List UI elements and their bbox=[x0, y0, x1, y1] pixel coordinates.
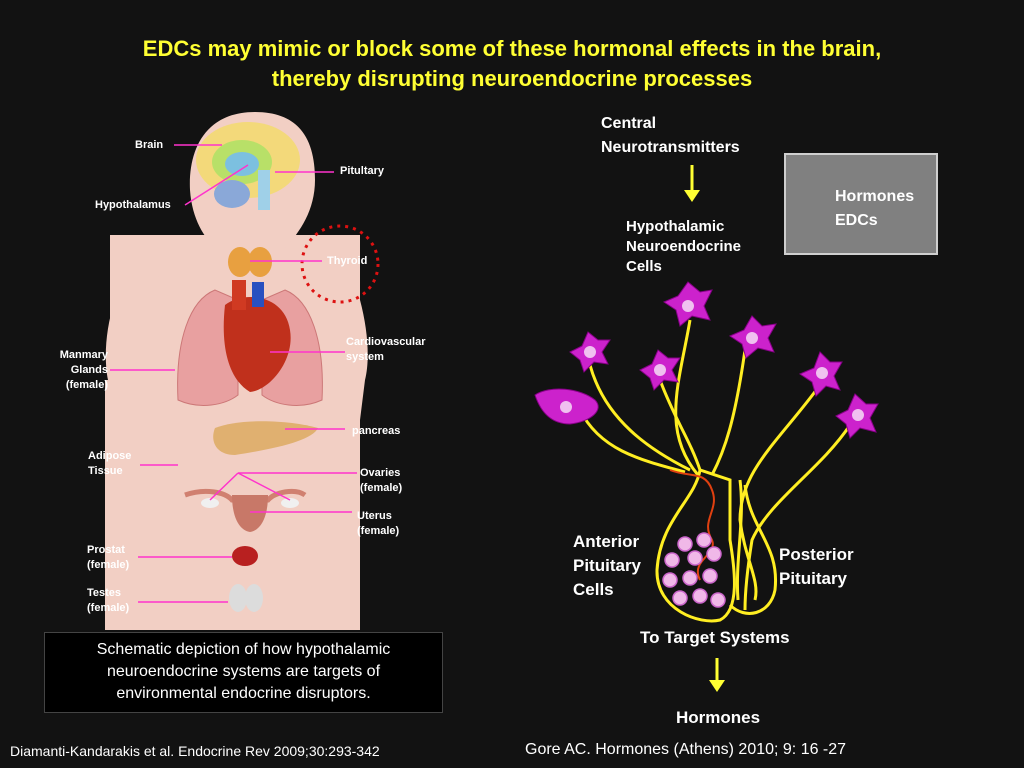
citation-right: Gore AC. Hormones (Athens) 2010; 9: 16 -… bbox=[525, 741, 847, 758]
label-hypothalamic-line2: Neuroendocrine bbox=[626, 238, 742, 255]
arrow-down-1-icon bbox=[684, 165, 700, 202]
label-thyroid: Thyroid bbox=[327, 255, 368, 267]
neuron-cell-4 bbox=[639, 349, 681, 391]
label-posterior-line1: Posterior bbox=[779, 545, 854, 564]
neuron-cell-7 bbox=[534, 388, 599, 425]
uterus-organ bbox=[184, 488, 307, 532]
title-line-2: thereby disrupting neuroendocrine proces… bbox=[271, 66, 753, 91]
label-ovaries: Ovaries (female) bbox=[360, 466, 402, 496]
label-central-line1: Central bbox=[601, 115, 657, 132]
label-adipose-line2: Tissue bbox=[88, 465, 123, 477]
thyroid-highlight-circle bbox=[300, 224, 380, 304]
portal-vessel bbox=[669, 469, 715, 581]
label-ovaries-line2: (female) bbox=[360, 482, 403, 494]
hormones-edcs-line2: EDCs bbox=[835, 212, 878, 229]
neuron-cell-2 bbox=[728, 315, 777, 359]
arrow-down-2-icon bbox=[709, 658, 725, 692]
axon-fibers bbox=[578, 319, 852, 611]
label-mammary: Manmary Glands (female) bbox=[40, 348, 108, 393]
label-pituitary: Pitultary bbox=[340, 165, 385, 177]
title-line-1: EDCs may mimic or block some of these ho… bbox=[142, 36, 882, 61]
label-central-neurotransmitters: Central Neurotransmitters bbox=[601, 112, 740, 160]
label-prostat-line1: Prostat bbox=[87, 544, 125, 556]
lungs-organ bbox=[177, 289, 323, 406]
caption-line1: Schematic depiction of how hypothalamic bbox=[96, 641, 391, 658]
label-pancreas: pancreas bbox=[352, 425, 401, 437]
anterior-pituitary-cells bbox=[662, 532, 726, 608]
label-anterior-pituitary: Anterior Pituitary Cells bbox=[573, 530, 641, 602]
hormones-edcs-line1: Hormones bbox=[835, 188, 915, 205]
hormones-edcs-box: Hormones EDCs bbox=[784, 153, 938, 255]
label-cardiovascular-line1: Cardiovascular bbox=[346, 336, 426, 348]
label-to-target-systems: To Target Systems bbox=[640, 628, 790, 647]
label-uterus: Uterus (female) bbox=[357, 509, 399, 539]
label-hypothalamic-line1: Hypothalamic bbox=[626, 218, 725, 235]
citation-left: Diamanti-Kandarakis et al. Endocrine Rev… bbox=[10, 743, 380, 759]
caption-box: Schematic depiction of how hypothalamic … bbox=[44, 632, 443, 713]
label-hypothalamic-line3: Cells bbox=[626, 258, 662, 275]
prostate-organ bbox=[232, 546, 258, 566]
label-anterior-line1: Anterior bbox=[573, 532, 640, 551]
label-adipose-line1: Adipose bbox=[88, 450, 132, 462]
slide-title: EDCs may mimic or block some of these ho… bbox=[0, 34, 1024, 94]
leader-lines bbox=[110, 144, 357, 603]
label-prostat: Prostat (female) bbox=[87, 543, 129, 573]
label-posterior-pituitary: Posterior Pituitary bbox=[779, 543, 854, 591]
thyroid-organ bbox=[228, 247, 272, 277]
label-anterior-line2: Pituitary bbox=[573, 556, 642, 575]
label-cardiovascular-line2: system bbox=[346, 351, 384, 363]
testes-organ bbox=[229, 584, 263, 612]
neuron-cell-3 bbox=[569, 331, 611, 373]
label-central-line2: Neurotransmitters bbox=[601, 139, 740, 156]
caption-line3: environmental endocrine disruptors. bbox=[116, 685, 371, 702]
label-brain: Brain bbox=[135, 139, 164, 151]
label-uterus-line1: Uterus bbox=[357, 510, 392, 522]
hormones-edcs-text: Hormones EDCs bbox=[835, 185, 914, 233]
heart-organ bbox=[223, 280, 291, 392]
label-uterus-line2: (female) bbox=[357, 525, 400, 537]
label-testes: Testes (female) bbox=[87, 586, 129, 616]
label-testes-line2: (female) bbox=[87, 602, 130, 614]
anterior-pituitary-outline bbox=[655, 468, 736, 623]
label-testes-line1: Testes bbox=[87, 587, 122, 599]
caption-line2: neuroendocrine systems are targets of bbox=[106, 663, 381, 680]
label-prostat-line2: (female) bbox=[87, 559, 130, 571]
label-cardiovascular: Cardiovascular system bbox=[346, 335, 425, 365]
neuron-cell-6 bbox=[835, 393, 879, 439]
neuron-cell-1 bbox=[662, 281, 713, 327]
label-posterior-line2: Pituitary bbox=[779, 569, 848, 588]
label-mammary-line1: Manmary bbox=[59, 349, 108, 361]
neuron-cell-5 bbox=[798, 351, 843, 397]
label-anterior-line3: Cells bbox=[573, 580, 614, 599]
label-hormones: Hormones bbox=[676, 708, 761, 727]
posterior-pituitary-outline bbox=[728, 484, 778, 615]
label-mammary-line2: Glands bbox=[70, 364, 108, 376]
label-ovaries-line1: Ovaries bbox=[360, 467, 401, 479]
label-hypothalamic-cells: Hypothalamic Neuroendocrine Cells bbox=[626, 217, 741, 277]
label-mammary-line3: (female) bbox=[65, 379, 108, 391]
brain-organ bbox=[196, 122, 300, 210]
label-hypothalamus: Hypothalamus bbox=[95, 199, 171, 211]
label-adipose: Adipose Tissue bbox=[88, 449, 131, 479]
